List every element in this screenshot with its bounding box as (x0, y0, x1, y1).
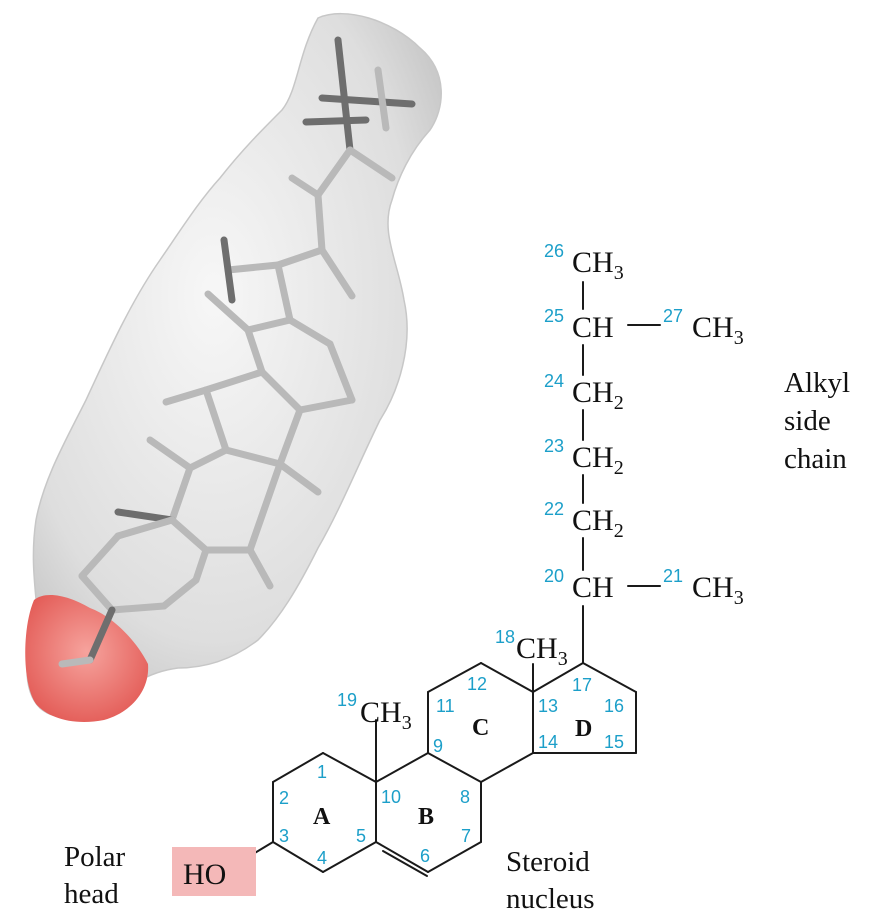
ring-c (427, 662, 534, 783)
group-c23: CH2 (572, 441, 624, 479)
group-c19: CH3 (360, 696, 412, 734)
ring-b (375, 752, 482, 877)
locant-16: 16 (604, 696, 624, 716)
locant-5: 5 (356, 826, 366, 846)
structural-formula: HO CH3 CH3 CH CH3 CH2 CH2 CH2 CH CH3 CH3… (172, 241, 744, 896)
locant-7: 7 (461, 826, 471, 846)
group-c22: CH2 (572, 504, 624, 542)
svg-text:nucleus: nucleus (506, 883, 595, 914)
svg-text:Alkyl: Alkyl (784, 367, 850, 399)
locant-8: 8 (460, 787, 470, 807)
locant-24: 24 (544, 371, 564, 391)
ring-d (532, 662, 637, 754)
group-c25: CH (572, 311, 614, 344)
group-c26: CH3 (572, 246, 624, 284)
locant-numbers: 1 2 3 4 5 6 7 8 9 10 11 12 13 14 15 16 1… (279, 241, 683, 868)
locant-21: 21 (663, 566, 683, 586)
locant-27: 27 (663, 306, 683, 326)
group-c24: CH2 (572, 376, 624, 414)
locant-15: 15 (604, 732, 624, 752)
locant-18: 18 (495, 627, 515, 647)
polar-head-highlight (172, 847, 256, 896)
svg-text:Polar: Polar (64, 841, 126, 873)
ring-label-d: D (575, 716, 592, 742)
locant-13: 13 (538, 696, 558, 716)
locant-1: 1 (317, 762, 327, 782)
svg-text:chain: chain (784, 443, 847, 475)
locant-9: 9 (433, 736, 443, 756)
locant-4: 4 (317, 848, 327, 868)
group-c18: CH3 (516, 632, 568, 670)
group-c27: CH3 (692, 311, 744, 349)
locant-3: 3 (279, 826, 289, 846)
locant-12: 12 (467, 674, 487, 694)
model-sticks (58, 36, 416, 668)
double-bond-5-6 (382, 850, 428, 877)
hydroxyl-group: HO (183, 858, 226, 891)
locant-2: 2 (279, 788, 289, 808)
ring-label-a: A (313, 804, 331, 830)
group-c21: CH3 (692, 571, 744, 609)
svg-text:side: side (784, 405, 831, 437)
ring-a (272, 752, 377, 873)
svg-text:Steroid: Steroid (506, 846, 590, 878)
cholesterol-space-filling-model (25, 12, 442, 723)
locant-14: 14 (538, 732, 558, 752)
ring-label-b: B (418, 804, 434, 830)
locant-17: 17 (572, 675, 592, 695)
locant-6: 6 (420, 846, 430, 866)
group-c20: CH (572, 571, 614, 604)
locant-25: 25 (544, 306, 564, 326)
locant-19: 19 (337, 690, 357, 710)
locant-23: 23 (544, 436, 564, 456)
locant-22: 22 (544, 499, 564, 519)
ring-label-c: C (472, 715, 489, 741)
svg-text:head: head (64, 878, 119, 910)
locant-11: 11 (436, 696, 455, 716)
label-alkyl-side-chain: Alkyl side chain (784, 367, 850, 475)
locant-10: 10 (381, 787, 401, 807)
label-polar-head: Polar head (64, 841, 126, 910)
label-steroid-nucleus: Steroid nucleus (506, 846, 595, 914)
locant-20: 20 (544, 566, 564, 586)
locant-26: 26 (544, 241, 564, 261)
